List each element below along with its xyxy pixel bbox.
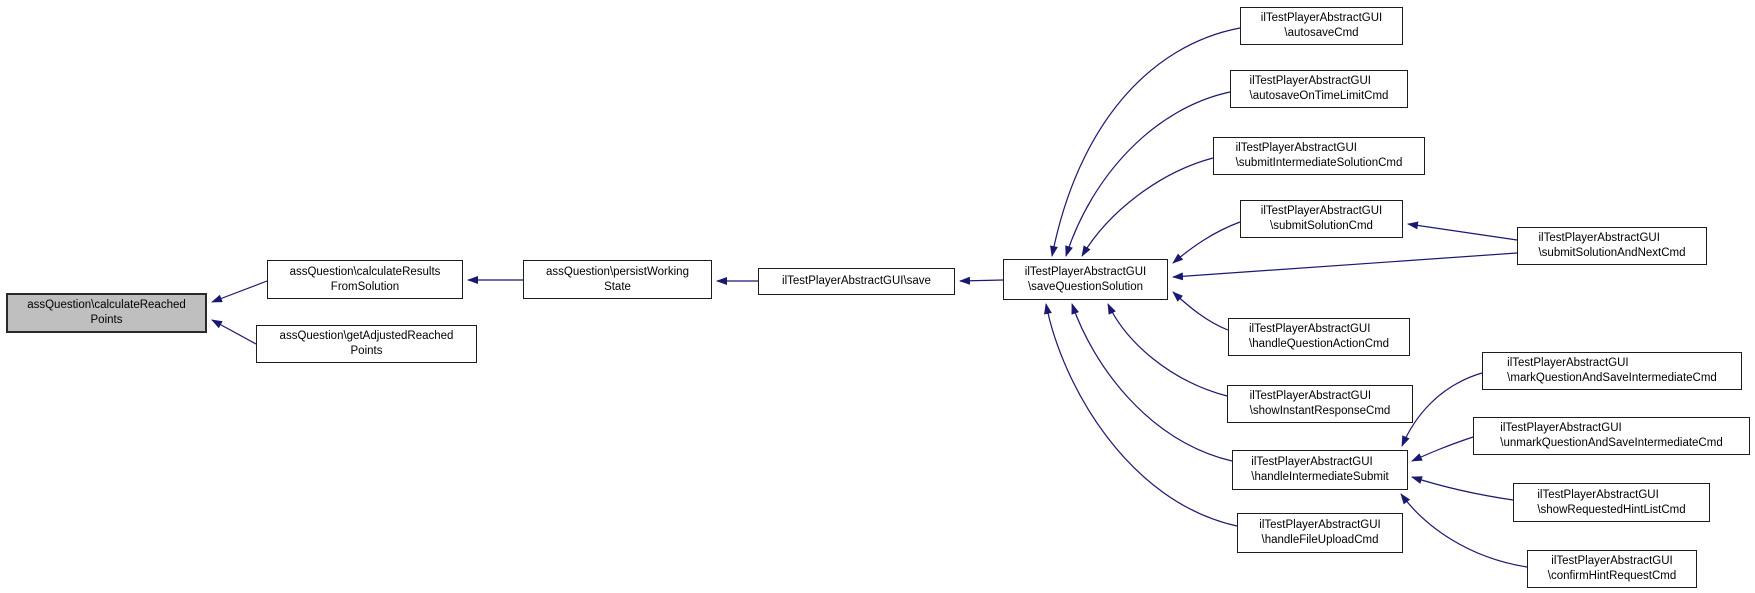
graph-node-autosaveCmd[interactable]: ilTestPlayerAbstractGUI \autosaveCmd	[1240, 7, 1403, 45]
edge-autosaveCmd-to-saveQuestionSolution	[1050, 27, 1241, 257]
edge-submitIntermediateSolutionCmd-to-saveQuestionSolution	[1081, 157, 1214, 257]
node-label-line: \autosaveCmd	[1284, 27, 1359, 39]
graph-node-showInstantResponseCmd[interactable]: ilTestPlayerAbstractGUI \showInstantRespo…	[1227, 385, 1413, 423]
node-label: ilTestPlayerAbstractGUI \autosaveOnTimeLi…	[1246, 74, 1393, 104]
node-label-line: ilTestPlayerAbstractGUI\save	[782, 275, 931, 287]
node-label-line: assQuestion\persistWorking	[546, 265, 689, 278]
node-label-line: \submitSolutionAndNextCmd	[1538, 247, 1686, 259]
graph-node-save[interactable]: ilTestPlayerAbstractGUI\save	[758, 268, 955, 295]
edge-calculateResultsFromSolution-to-calculateReachedPoints	[211, 280, 268, 303]
node-label-line: ilTestPlayerAbstractGUI	[1249, 323, 1371, 335]
edge-confirmHintRequestCmd-to-handleIntermediateSubmit	[1400, 493, 1528, 568]
node-label: ilTestPlayerAbstractGUI \submitSolutionAn…	[1534, 231, 1689, 261]
edge-submitSolutionAndNextCmd-to-submitSolutionCmd	[1407, 221, 1518, 241]
graph-node-confirmHintRequestCmd[interactable]: ilTestPlayerAbstractGUI \confirmHintReque…	[1527, 550, 1697, 588]
node-label-line: ilTestPlayerAbstractGUI	[1500, 422, 1622, 434]
graph-node-autosaveOnTimeLimitCmd[interactable]: ilTestPlayerAbstractGUI \autosaveOnTimeLi…	[1230, 70, 1408, 108]
graph-node-submitIntermediateSolutionCmd[interactable]: ilTestPlayerAbstractGUI \submitIntermedia…	[1213, 137, 1425, 175]
node-label: ilTestPlayerAbstractGUI \autosaveCmd	[1257, 11, 1386, 41]
node-label-line: \showInstantResponseCmd	[1249, 405, 1391, 417]
node-label: ilTestPlayerAbstractGUI \showInstantRespo…	[1246, 389, 1395, 419]
node-label-line: Points	[350, 345, 383, 357]
graph-node-handleQuestionActionCmd[interactable]: ilTestPlayerAbstractGUI \handleQuestionAc…	[1228, 318, 1410, 356]
node-label-line: \saveQuestionSolution	[1027, 280, 1144, 293]
node-label-line: ilTestPlayerAbstractGUI	[1507, 357, 1629, 369]
node-label-line: ilTestPlayerAbstractGUI	[1249, 75, 1371, 87]
graph-node-showRequestedHintListCmd[interactable]: ilTestPlayerAbstractGUI \showRequestedHin…	[1513, 483, 1710, 522]
node-label: ilTestPlayerAbstractGUI \handleQuestionAc…	[1245, 322, 1393, 352]
node-label-line: \submitIntermediateSolutionCmd	[1235, 157, 1403, 169]
graph-node-saveQuestionSolution[interactable]: ilTestPlayerAbstractGUI \saveQuestionSolu…	[1003, 259, 1168, 300]
node-label-line: FromSolution	[330, 280, 400, 293]
node-label-line: \confirmHintRequestCmd	[1547, 570, 1677, 582]
edge-unmarkQuestionAndSaveIntermediateCmd-to-handleIntermediateSubmit	[1411, 436, 1474, 462]
node-label-line: ilTestPlayerAbstractGUI	[1251, 456, 1373, 468]
node-label: ilTestPlayerAbstractGUI \handleFileUpload…	[1255, 518, 1384, 548]
edge-markQuestionAndSaveIntermediateCmd-to-handleIntermediateSubmit	[1401, 372, 1483, 447]
node-label-line: ilTestPlayerAbstractGUI	[1024, 265, 1147, 278]
node-label: ilTestPlayerAbstractGUI \submitSolutionCm…	[1257, 204, 1386, 234]
graph-node-handleFileUploadCmd[interactable]: ilTestPlayerAbstractGUI \handleFileUpload…	[1237, 513, 1403, 553]
node-label-line: \showRequestedHintListCmd	[1537, 503, 1686, 516]
edge-handleFileUploadCmd-to-saveQuestionSolution	[1044, 303, 1238, 527]
node-label-line: ilTestPlayerAbstractGUI	[1551, 555, 1673, 567]
graph-node-markQuestionAndSaveIntermediateCmd[interactable]: ilTestPlayerAbstractGUI \markQuestionAndS…	[1482, 352, 1742, 390]
node-label: ilTestPlayerAbstractGUI \confirmHintReque…	[1544, 554, 1680, 584]
node-label-line: ilTestPlayerAbstractGUI	[1259, 519, 1381, 531]
edge-handleQuestionActionCmd-to-saveQuestionSolution	[1172, 291, 1229, 331]
node-label: ilTestPlayerAbstractGUI \handleIntermedia…	[1247, 455, 1392, 485]
node-label-line: ilTestPlayerAbstractGUI	[1260, 12, 1383, 24]
node-label: ilTestPlayerAbstractGUI \unmarkQuestionAn…	[1496, 421, 1726, 451]
node-label-line: assQuestion\getAdjustedReached	[279, 330, 454, 342]
node-label-line: ilTestPlayerAbstractGUI	[1537, 488, 1659, 501]
node-label: ilTestPlayerAbstractGUI \markQuestionAndS…	[1503, 356, 1721, 386]
graph-node-submitSolutionCmd[interactable]: ilTestPlayerAbstractGUI \submitSolutionCm…	[1240, 200, 1403, 238]
node-label-line: Points	[90, 314, 123, 326]
edge-handleIntermediateSubmit-to-saveQuestionSolution	[1071, 303, 1233, 462]
node-label-line: ilTestPlayerAbstractGUI	[1235, 142, 1358, 154]
node-label-line: ilTestPlayerAbstractGUI	[1538, 232, 1660, 244]
node-label-line: \unmarkQuestionAndSaveIntermediateCmd	[1500, 437, 1723, 449]
graph-node-handleIntermediateSubmit[interactable]: ilTestPlayerAbstractGUI \handleIntermedia…	[1232, 450, 1408, 490]
node-label-line: \handleIntermediateSubmit	[1251, 471, 1389, 483]
graph-node-unmarkQuestionAndSaveIntermediateCmd[interactable]: ilTestPlayerAbstractGUI \unmarkQuestionAn…	[1473, 417, 1750, 455]
edge-getAdjustedReachedPoints-to-calculateReachedPoints	[211, 319, 257, 345]
graph-node-submitSolutionAndNextCmd[interactable]: ilTestPlayerAbstractGUI \submitSolutionAn…	[1517, 227, 1707, 265]
edge-submitSolutionAndNextCmd-to-saveQuestionSolution	[1172, 252, 1518, 281]
edge-submitSolutionCmd-to-saveQuestionSolution	[1172, 221, 1241, 264]
edge-showInstantResponseCmd-to-saveQuestionSolution	[1107, 303, 1228, 397]
node-label-line: \handleFileUploadCmd	[1261, 534, 1379, 546]
node-label: ilTestPlayerAbstractGUI \showRequestedHin…	[1533, 488, 1689, 518]
node-label: ilTestPlayerAbstractGUI\save	[778, 274, 935, 289]
node-label-line: assQuestion\calculateResults	[289, 265, 441, 278]
node-label: ilTestPlayerAbstractGUI \saveQuestionSolu…	[1021, 265, 1150, 295]
node-label-line: State	[604, 280, 631, 293]
node-label-line: \submitSolutionCmd	[1270, 220, 1373, 232]
edge-saveQuestionSolution-to-save	[959, 276, 1004, 285]
node-label-line: \autosaveOnTimeLimitCmd	[1249, 90, 1389, 102]
node-label-line: ilTestPlayerAbstractGUI	[1249, 390, 1372, 402]
edge-group	[211, 27, 1528, 568]
node-label-line: \handleQuestionActionCmd	[1249, 338, 1389, 350]
node-label-line: assQuestion\calculateReached	[27, 299, 186, 311]
edge-showRequestedHintListCmd-to-handleIntermediateSubmit	[1411, 476, 1514, 501]
node-label-line: \markQuestionAndSaveIntermediateCmd	[1507, 372, 1717, 384]
node-label-line: ilTestPlayerAbstractGUI	[1260, 205, 1383, 217]
node-label: ilTestPlayerAbstractGUI \submitIntermedia…	[1232, 141, 1407, 171]
edge-autosaveOnTimeLimitCmd-to-saveQuestionSolution	[1065, 91, 1231, 257]
